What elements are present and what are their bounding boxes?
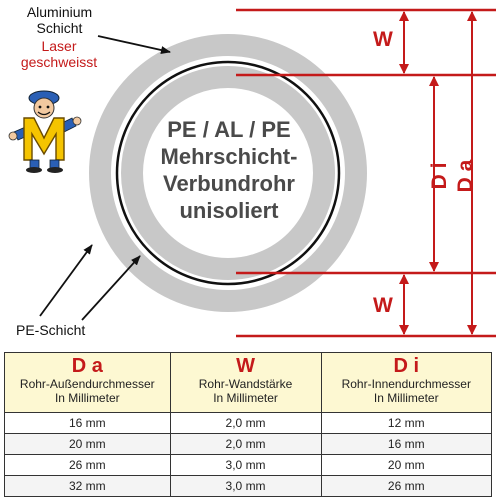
mascot-logo	[8, 90, 82, 173]
header-da-symbol: D a	[71, 355, 103, 377]
aluminium-label-line2: Schicht	[36, 20, 83, 36]
laser-label-line2: geschweisst	[20, 54, 98, 70]
table-header-row: D a Rohr-Außendurchmesser In Millimeter …	[4, 352, 493, 413]
aluminium-layer-ring	[115, 60, 341, 286]
pe-pointer-arrow-2	[81, 255, 141, 321]
header-di: D i Rohr-Innendurchmesser In Millimeter	[320, 352, 493, 413]
cell-da: 32 mm	[4, 475, 171, 497]
pe-pointer-arrow-1	[39, 244, 93, 317]
table-row: 16 mm 2,0 mm 12 mm	[4, 412, 493, 434]
pipe-cross-section-diagram	[8, 8, 496, 338]
cell-w: 3,0 mm	[169, 454, 322, 476]
cell-di: 20 mm	[320, 454, 493, 476]
cell-da: 26 mm	[4, 454, 171, 476]
aluminium-pointer-arrow	[97, 35, 171, 54]
header-w-title: Rohr-Wandstärke	[198, 377, 293, 391]
header-di-title: Rohr-Innendurchmesser	[341, 377, 471, 391]
da-label: D a	[454, 159, 477, 193]
aluminium-label: Aluminium Schicht	[12, 4, 107, 36]
table-row: 20 mm 2,0 mm 16 mm	[4, 433, 493, 455]
center-line1: PE / AL / PE	[167, 117, 291, 142]
header-da-unit: In Millimeter	[54, 391, 120, 405]
laser-label: Laser geschweisst	[6, 38, 112, 70]
cell-da: 16 mm	[4, 412, 171, 434]
header-w: W Rohr-Wandstärke In Millimeter	[169, 352, 322, 413]
aluminium-label-line1: Aluminium	[26, 4, 93, 20]
w-bottom-label: W	[373, 294, 393, 317]
header-di-unit: In Millimeter	[373, 391, 439, 405]
header-di-symbol: D i	[393, 355, 420, 377]
w-top-label: W	[373, 28, 393, 51]
center-line3: Verbundrohr	[162, 171, 295, 196]
header-w-unit: In Millimeter	[213, 391, 278, 405]
center-line2: Mehrschicht-	[160, 144, 298, 169]
header-da-title: Rohr-Außendurchmesser	[19, 377, 155, 391]
laser-label-line1: Laser	[41, 38, 77, 54]
cell-da: 20 mm	[4, 433, 171, 455]
cell-di: 12 mm	[320, 412, 493, 434]
cell-w: 2,0 mm	[169, 412, 322, 434]
di-label: D i	[428, 162, 451, 190]
cell-di: 16 mm	[320, 433, 493, 455]
header-da: D a Rohr-Außendurchmesser In Millimeter	[4, 352, 171, 413]
cell-di: 26 mm	[320, 475, 493, 497]
center-line4: unisoliert	[179, 198, 279, 223]
inner-pe-ring	[121, 66, 335, 280]
pe-schicht-label: PE-Schicht	[16, 322, 86, 338]
center-title: PE / AL / PE Mehrschicht- Verbundrohr un…	[122, 116, 336, 224]
header-w-symbol: W	[236, 355, 255, 377]
cell-w: 2,0 mm	[169, 433, 322, 455]
table-row: 26 mm 3,0 mm 20 mm	[4, 454, 493, 476]
cell-w: 3,0 mm	[169, 475, 322, 497]
dimension-table: D a Rohr-Außendurchmesser In Millimeter …	[4, 352, 493, 497]
table-row: 32 mm 3,0 mm 26 mm	[4, 475, 493, 497]
outer-pe-ring	[89, 34, 367, 312]
